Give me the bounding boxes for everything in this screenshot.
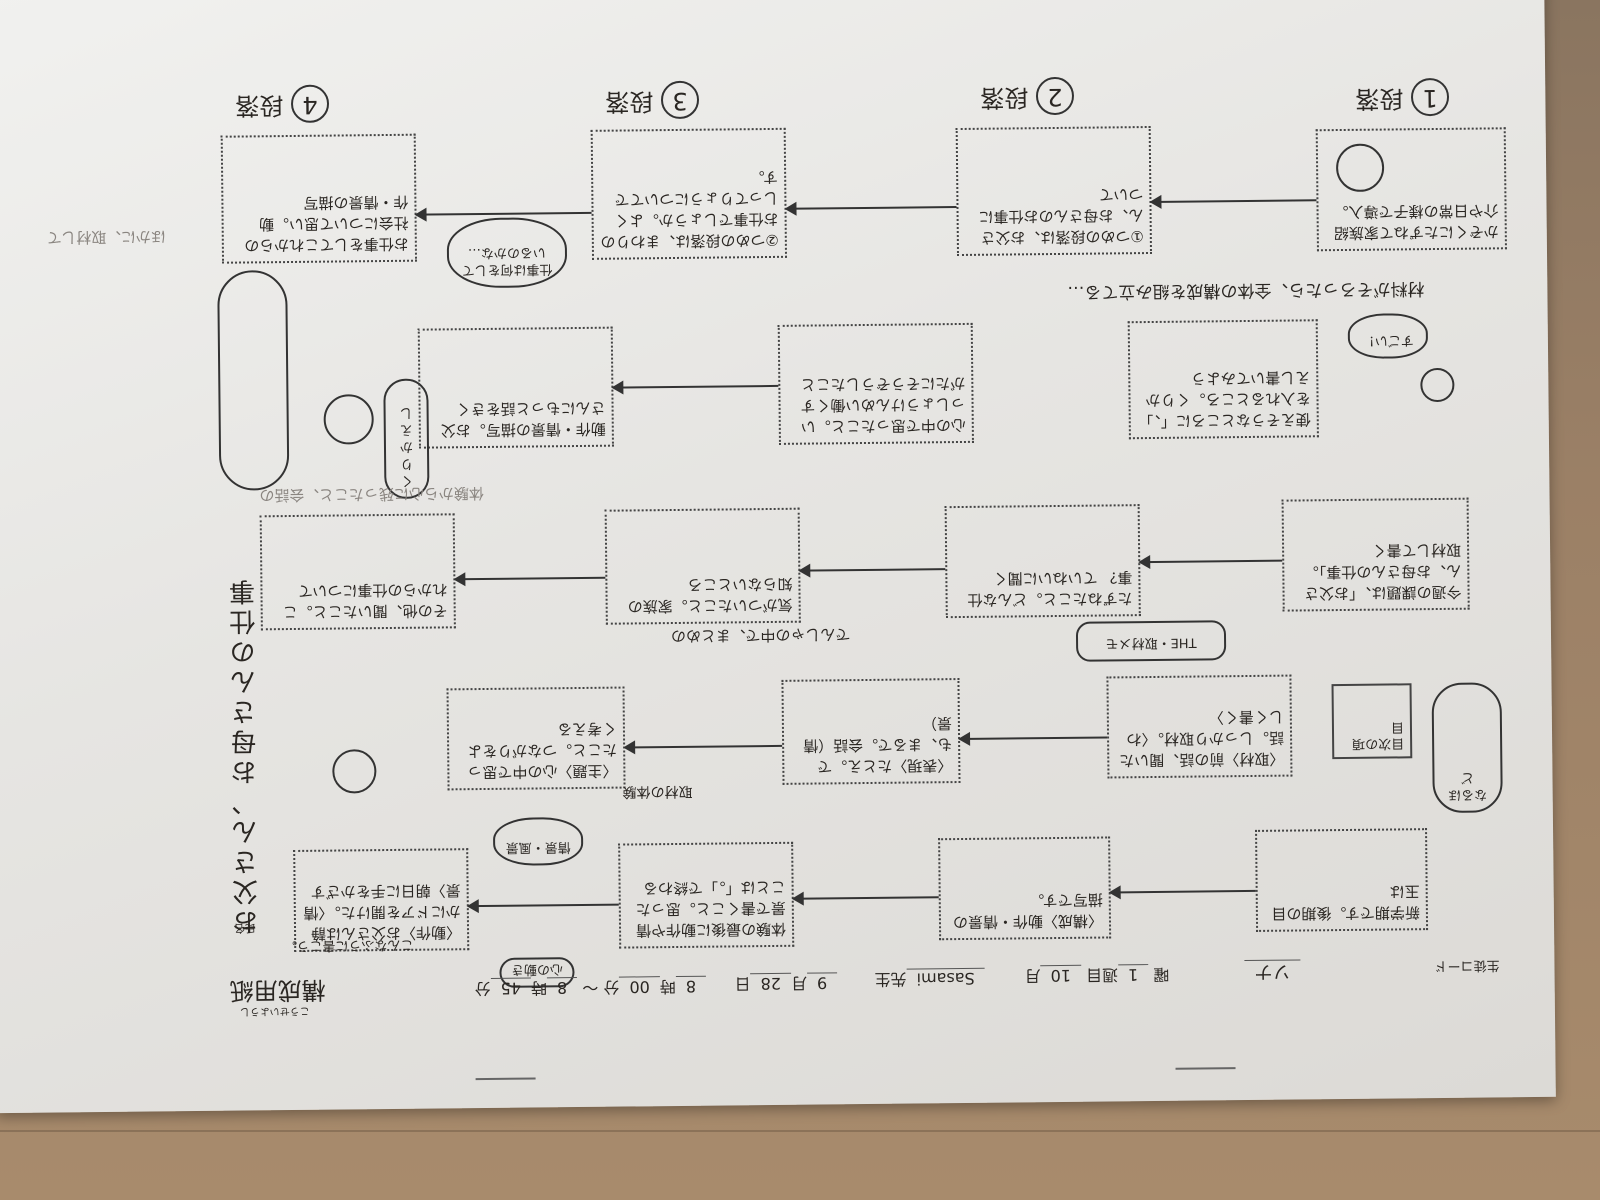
note-box: 〈主題〉心の中で思ったこと。つながりをよく考える <box>446 686 626 791</box>
fold-mark <box>1175 1067 1236 1070</box>
speech-bubble <box>217 270 290 491</box>
handwritten-note: ほかに、取材して <box>46 227 166 247</box>
paragraph-box-1: かぞくにたずねて家族紹介や日常の様子で導入。 <box>1315 127 1507 252</box>
arrow <box>625 744 783 749</box>
note-box: 使えそうなところに「、」を入れるところ。くりかえし書いてみよう <box>1127 319 1319 440</box>
note-box: 心の中で思ったこと。いっしょうけんめい働くすがたにそうぞうしたこと <box>777 322 974 445</box>
name-label: 氏名 <box>233 921 257 935</box>
note-box: 新学期です。後期の目玉は <box>1255 828 1429 932</box>
note-box: 今週の課題は、「お父さん、お母さんの仕事」。取材して書く <box>1281 497 1470 612</box>
speech-bubble: 仕事は何をしているのかな… <box>446 217 568 289</box>
handwritten-note: こんなふうに書こう。 <box>284 936 414 954</box>
arrow <box>800 568 946 572</box>
fold-mark <box>475 1077 536 1081</box>
note-box: 〈表現〉たとえ。でも、まるで。会話（情景） <box>781 678 961 785</box>
note-box: 動作・情景の描写。お父さんにもっと話をきく <box>417 326 614 449</box>
speech-bubble: すごい！ <box>1347 313 1429 359</box>
note-box: たずねたこと。どんな仕事？ ていねいに聞く <box>944 504 1141 619</box>
note-box: その他、聞いたこと。これからの仕事について <box>259 513 456 631</box>
connector-line <box>613 384 779 389</box>
arrow <box>1140 559 1283 564</box>
note-box: 〈構成〉動作・情景の描写です。 <box>938 836 1112 941</box>
note-box: 気がついたこと。家族の知らないところ <box>604 507 801 625</box>
speech-bubble: くりかえし <box>383 378 430 500</box>
paragraph-box-4: お仕事をしてこれからの社会について思い。動作・情景の描写 <box>220 133 418 264</box>
speech-bubble: 情景・風景 <box>492 816 584 866</box>
paragraph-label-2: 2 段落 <box>980 76 1080 118</box>
banner-note: 材料がそろったら、全体の構成を組み立てる… <box>1067 278 1425 302</box>
arrow <box>416 211 592 216</box>
note-box: 〈取材〉前の話、聞いた話。しっかり取材。〈わしく書く〉 <box>1106 674 1293 779</box>
student-code-label: 生徒コード <box>1434 957 1500 974</box>
arrow <box>1151 199 1317 203</box>
handwritten-note: でんしゃの中で、まとめの <box>670 625 851 646</box>
note-box: 体験の最後に動作や情景で書くこと。思ったことは「。」で終わる <box>618 841 795 949</box>
teacher-field: Sasami先生 <box>874 967 985 993</box>
sheet-title-ruby: こうせいようし <box>239 1004 310 1017</box>
paragraph-label-3: 3 段落 <box>605 80 705 122</box>
arrow <box>960 736 1108 741</box>
table-of-contents-sign: 目次の項目 <box>1331 683 1413 760</box>
character-doodle-icon <box>1420 367 1455 403</box>
speech-bubble: THE・取材メモ <box>1075 620 1227 662</box>
paragraph-box-3: ②つめの段落は、まわりのお仕事でしょうか。よくしってりょうについてです。 <box>590 127 788 260</box>
paragraph-label-4: 4 段落 <box>235 84 335 126</box>
date-field: 9月28日 <box>735 972 838 997</box>
arrow <box>793 896 939 900</box>
arrow <box>1110 889 1256 894</box>
character-doodle-icon <box>323 394 374 445</box>
time-range: 8時00分 ～ 8時45分 <box>475 975 707 1002</box>
arrow <box>455 576 606 581</box>
speech-bubble: なるほど <box>1431 682 1503 814</box>
handwritten-note: 取材の体験 <box>622 782 693 800</box>
paragraph-label-1: 1 段落 <box>1355 77 1455 119</box>
paragraph-box-2: ①つめの段落は、お父さん、お母さんのお仕事について <box>955 125 1152 257</box>
grade-field: ソナ <box>1244 959 1301 986</box>
arrow <box>786 206 957 210</box>
floorboard-seam <box>0 1130 1600 1132</box>
worksheet-paper: 1 段落 2 段落 3 段落 4 段落 かぞくにたずねて家族紹介や日常の様子で導… <box>0 0 1556 1113</box>
arrow <box>468 903 619 908</box>
essay-title: お父さん、お母さんの仕事 <box>229 575 264 936</box>
character-doodle-icon <box>1335 143 1385 193</box>
week-field: 曜 1週目 10月 <box>1024 964 1170 986</box>
handwritten-note: 体験から心に残ったこと、会話の <box>259 483 484 505</box>
character-doodle-icon <box>332 749 377 794</box>
